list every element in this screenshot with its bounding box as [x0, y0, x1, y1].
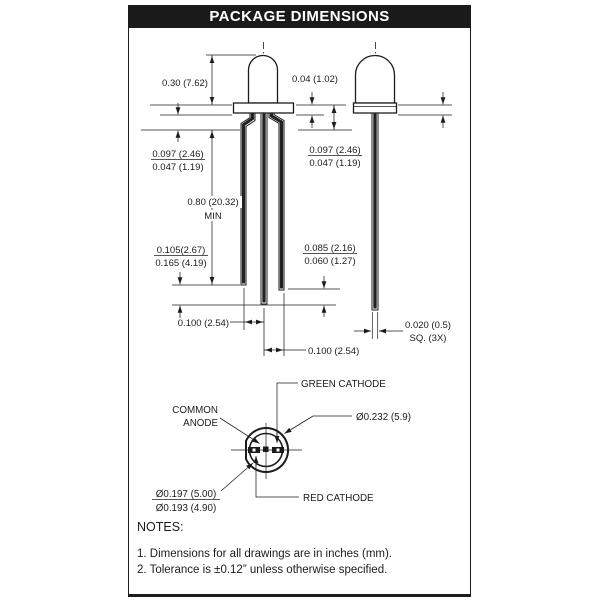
page-border — [128, 5, 471, 597]
dim-pitch-right: 0.100 (2.54) — [308, 346, 359, 357]
led-side-view — [352, 42, 398, 339]
label-body-diameter-max: Ø0.197 (5.00) — [156, 489, 216, 500]
dim-tip-right-min: 0.060 (1.27) — [304, 256, 355, 267]
section-header: PACKAGE DIMENSIONS — [128, 5, 471, 28]
dim-lead-length-note: MIN — [204, 211, 222, 222]
dim-pitch-left: 0.100 (2.54) — [178, 318, 229, 329]
note-2: 2. Tolerance is ±0.12” unless otherwise … — [137, 564, 388, 576]
front-flange — [232, 102, 295, 114]
label-green-cathode: GREEN CATHODE — [301, 379, 386, 390]
bottom-pad-center — [263, 446, 269, 452]
label-common-anode-1: COMMON — [172, 405, 218, 416]
dim-tip-left-min: 0.165 (4.19) — [155, 258, 206, 269]
dim-lead-square: 0.020 (0.5) — [405, 320, 451, 331]
bottom-pad-right-slot — [276, 448, 280, 452]
dim-lead-length: 0.80 (20.32) — [187, 197, 238, 208]
bottom-pad-left-slot — [252, 448, 256, 452]
label-red-cathode: RED CATHODE — [303, 493, 374, 504]
note-1: 1. Dimensions for all drawings are in in… — [137, 548, 393, 560]
page-title: PACKAGE DIMENSIONS — [209, 8, 390, 25]
front-dome-outline — [247, 54, 279, 104]
lead-left-fill — [241, 113, 255, 284]
text-backer — [199, 210, 227, 221]
dim-standoff-right-max: 0.097 (2.46) — [309, 145, 360, 156]
bottom-view-leaders — [152, 382, 352, 500]
label-body-diameter-min: Ø0.193 (4.90) — [156, 503, 216, 514]
dim-tip-left-max: 0.105(2.67) — [157, 245, 206, 256]
dim-body-height: 0.30 (7.62) — [162, 78, 208, 89]
label-flange-diameter: Ø0.232 (5.9) — [356, 412, 411, 423]
dim-lead-square-note: SQ. (3X) — [410, 333, 447, 344]
lead-right-fill — [269, 113, 284, 289]
led-front-view — [232, 42, 295, 305]
dim-standoff-left-min: 0.047 (1.19) — [152, 162, 203, 173]
notes-heading: NOTES: — [137, 520, 184, 534]
dim-tip-right-max: 0.085 (2.16) — [304, 243, 355, 254]
side-dome-outline — [354, 54, 396, 104]
side-flange — [352, 102, 398, 114]
text-backer — [184, 196, 242, 208]
dim-standoff-right-min: 0.047 (1.19) — [309, 158, 360, 169]
dim-flange-thickness: 0.04 (1.02) — [292, 74, 338, 85]
led-bottom-view — [231, 423, 302, 479]
bottom-flange-circle — [245, 427, 289, 473]
dim-standoff-left-max: 0.097 (2.46) — [152, 149, 203, 160]
label-common-anode-2: ANODE — [183, 418, 218, 429]
